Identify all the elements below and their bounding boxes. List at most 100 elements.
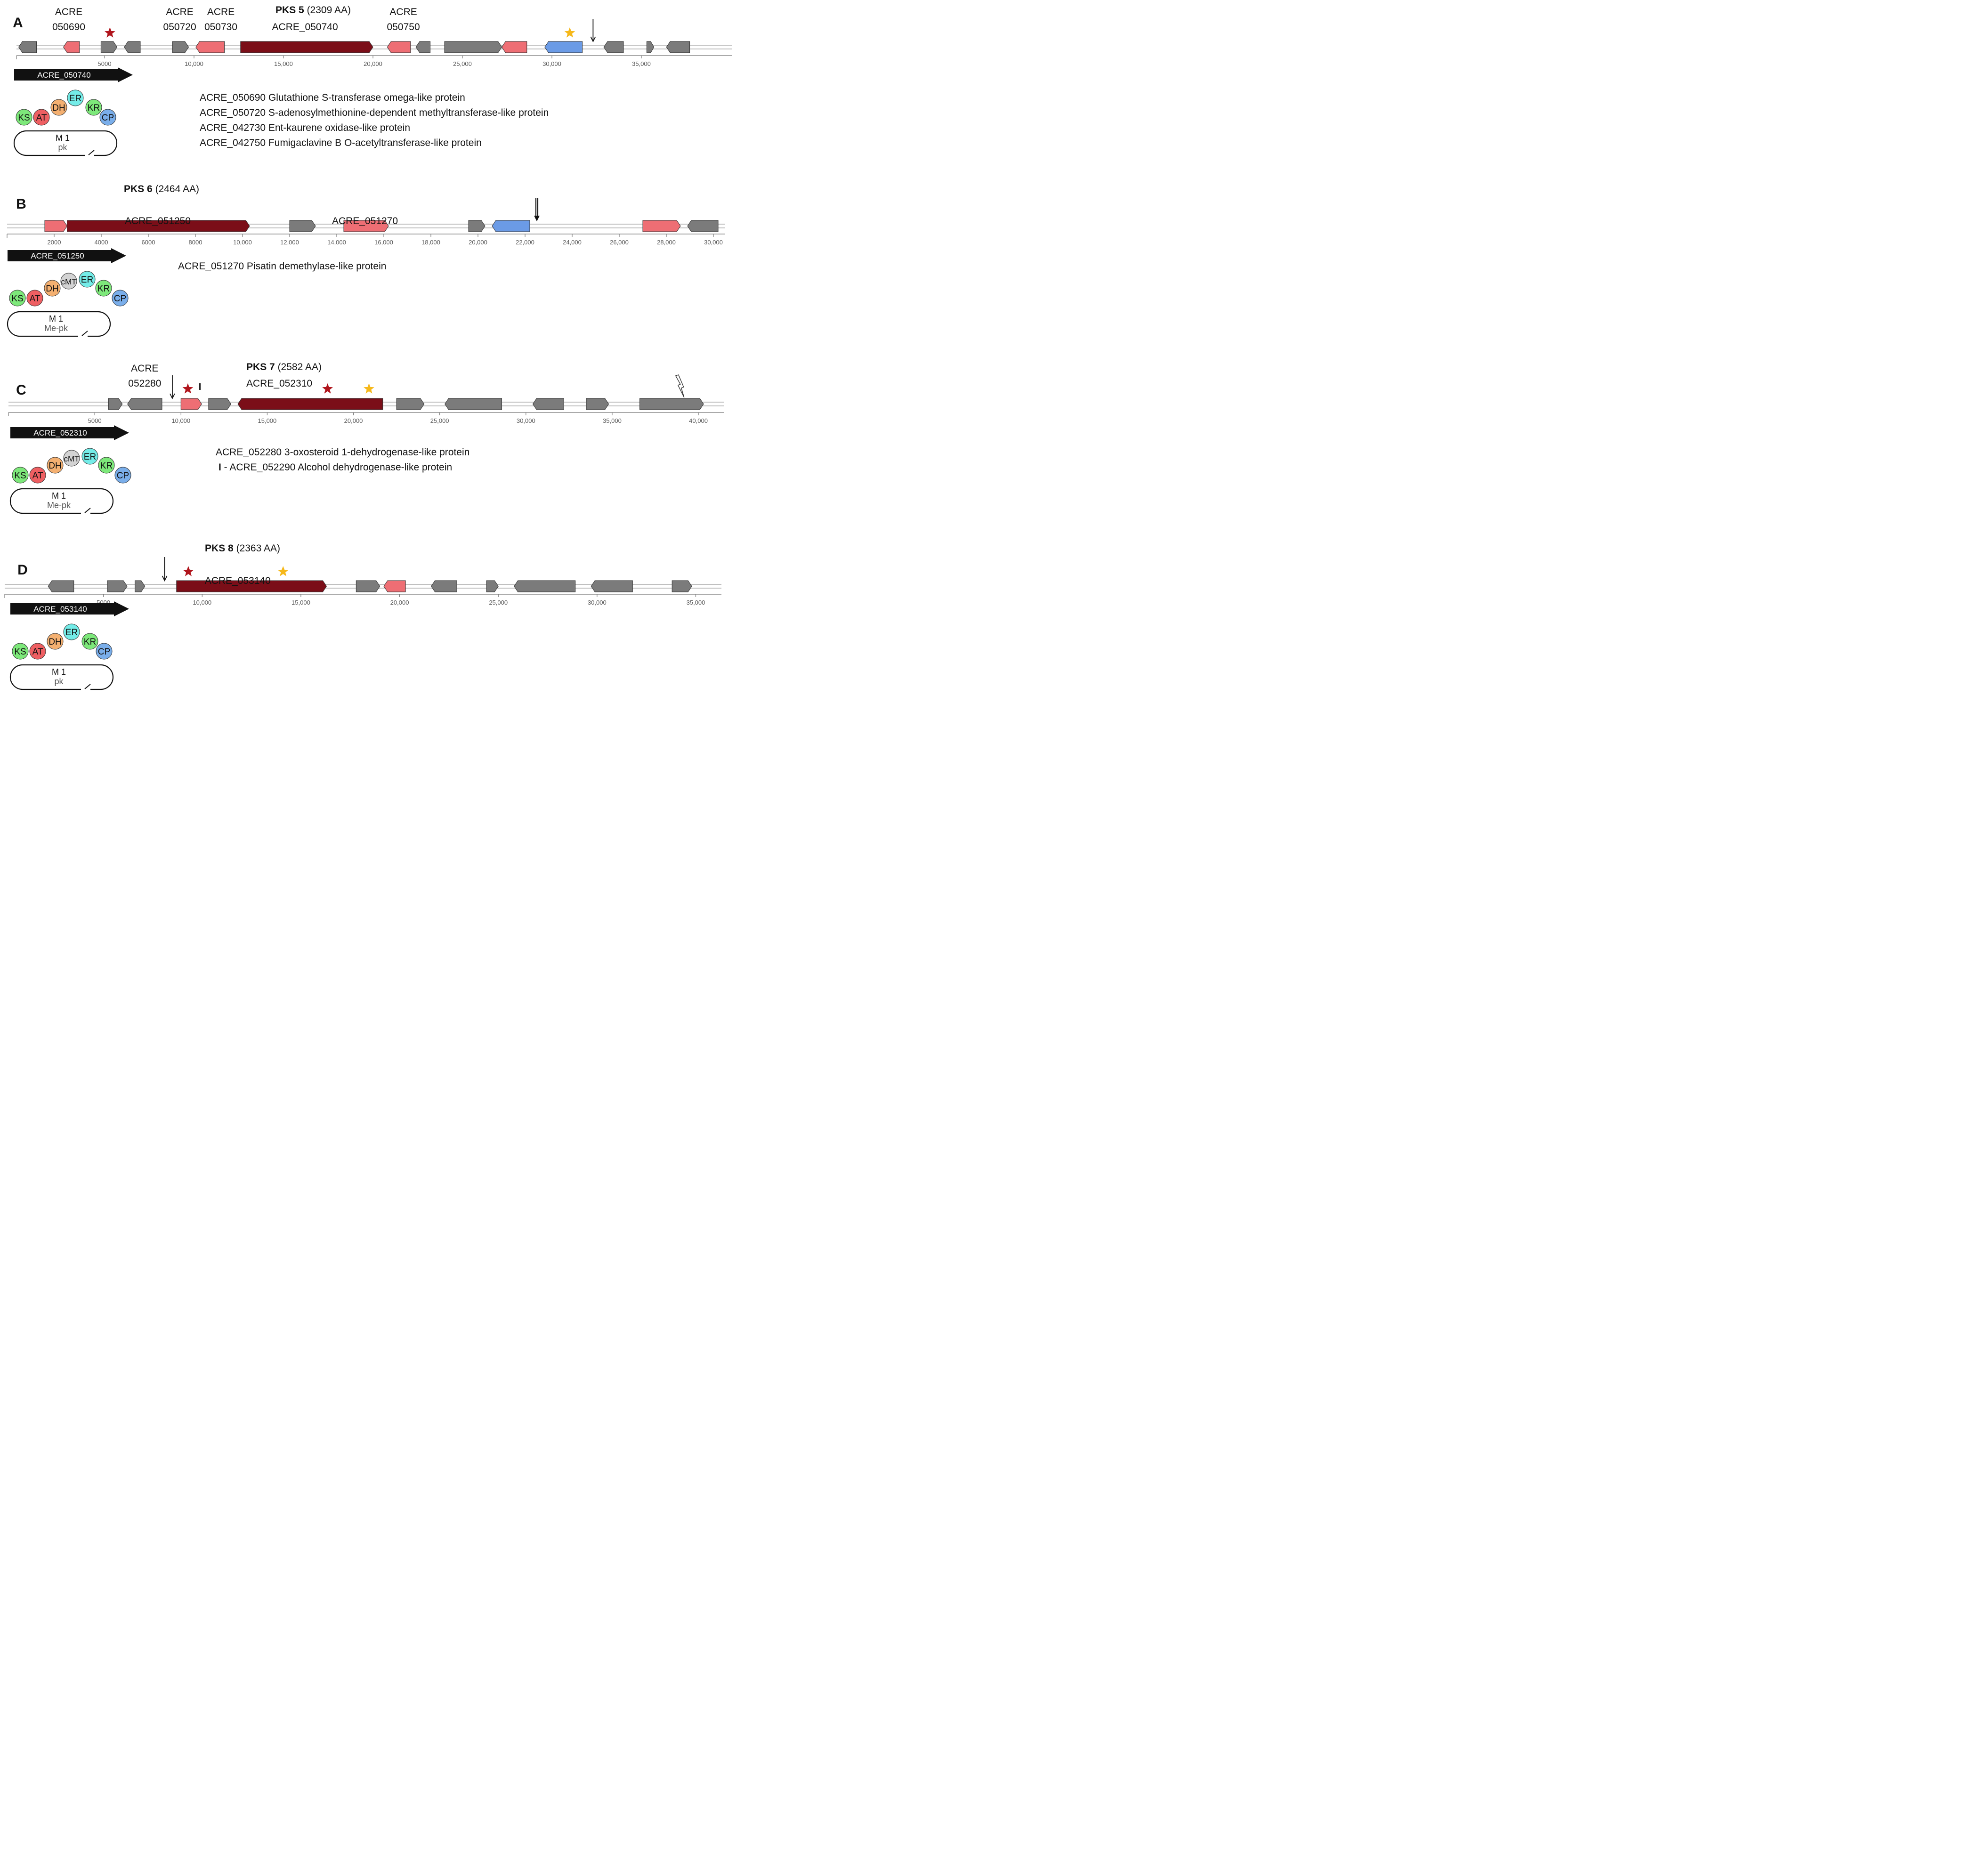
module-name: M 1 [49, 314, 63, 323]
gene-transporter [544, 41, 583, 53]
domain-label: ER [81, 275, 93, 285]
gene-other [289, 220, 316, 232]
annotation-line: I - ACRE_052290 Alcohol dehydrogenase-li… [219, 462, 452, 473]
gene-label: ACRE_052310 [246, 378, 312, 389]
pks-length: (2363 AA) [234, 543, 280, 554]
module-product: Me-pk [47, 501, 71, 510]
axis-tick-label: 20,000 [364, 60, 382, 67]
domain-cmt [63, 450, 80, 467]
domain-at [33, 109, 50, 126]
domain-ks [12, 643, 29, 660]
gene-label: ACRE_053140 [205, 575, 271, 586]
annotation-line: ACRE_052280 3-oxosteroid 1-dehydrogenase… [216, 447, 469, 458]
axis-tick-label: 10,000 [193, 599, 211, 606]
gene-other [208, 398, 232, 410]
gene-tailoring [63, 41, 80, 53]
module-gene-label: ACRE_052310 [33, 429, 87, 437]
domain-label: KS [18, 113, 30, 123]
yellow-star-icon [364, 383, 374, 394]
module-gene-label: ACRE_053140 [33, 605, 87, 614]
domain-label: AT [32, 471, 43, 481]
gene-other [107, 580, 128, 592]
domain-dh [47, 633, 64, 650]
axis-tick-label: 14,000 [327, 239, 346, 246]
axis-tick-label: 8000 [189, 239, 202, 246]
module-box [9, 664, 114, 690]
axis-tick-label: 28,000 [657, 239, 676, 246]
module-box-notch [88, 150, 95, 155]
axis-tick-label: 5000 [98, 60, 112, 67]
domain-label: KR [84, 637, 96, 647]
red-star-icon [182, 383, 194, 394]
arrowhead-icon [534, 216, 540, 221]
arrowhead-icon [590, 36, 596, 43]
axis-tick-label: 12,000 [280, 239, 299, 246]
axis-tick-label: 30,000 [704, 239, 723, 246]
domain-dh [44, 280, 61, 297]
module-box-notch [84, 684, 91, 689]
axis-tick-label: 15,000 [274, 60, 293, 67]
domain-kr [98, 457, 115, 474]
yellow-star-icon [564, 27, 575, 38]
domain-at [29, 643, 46, 660]
gene-tailoring [195, 41, 225, 53]
gene-tailoring [501, 41, 527, 53]
annotation-line: ACRE_050720 S-adenosylmethionine-depende… [200, 107, 549, 118]
axis-tick-label: 15,000 [291, 599, 310, 606]
module-box [7, 311, 111, 337]
axis-tick-label: 35,000 [687, 599, 705, 606]
gene-label: 050750 [387, 22, 420, 32]
gene-pks [240, 41, 373, 53]
domain-cp [99, 109, 116, 126]
pks-name: PKS 7 [246, 362, 275, 372]
annotation-roman-text: - ACRE_052290 Alcohol dehydrogenase-like… [221, 462, 452, 473]
module-gene-label: ACRE_051250 [31, 251, 84, 260]
annotation-line: ACRE_051270 Pisatin demethylase-like pro… [178, 261, 386, 272]
gene-tailoring [383, 580, 406, 592]
annotation-line: ACRE_042730 Ent-kaurene oxidase-like pro… [200, 122, 410, 133]
axis-tick-label: 24,000 [563, 239, 582, 246]
axis-tick-label: 26,000 [610, 239, 629, 246]
domain-label: CP [98, 647, 110, 657]
annotation-line: ACRE_042750 Fumigaclavine B O-acetyltran… [200, 137, 482, 148]
domain-label: AT [30, 294, 40, 304]
axis-tick-label: 4000 [95, 239, 108, 246]
pks-title: PKS 5 (2309 AA) [275, 5, 351, 16]
axis-tick-label: 30,000 [542, 60, 561, 67]
domain-kr [95, 280, 112, 297]
domain-label: CP [114, 294, 126, 304]
domain-label: KR [100, 461, 113, 471]
gene-tailoring [180, 398, 202, 410]
axis-tick-label: 35,000 [632, 60, 651, 67]
axis-tick-label: 2000 [48, 239, 61, 246]
module-product: pk [58, 143, 67, 152]
gene-other [431, 580, 457, 592]
axis-tick-label: 10,000 [185, 60, 203, 67]
domain-cp [114, 467, 131, 484]
yellow-star-icon [277, 566, 289, 576]
gene-label: 050690 [52, 22, 85, 32]
domain-at [29, 467, 46, 484]
gene-arrow [10, 425, 129, 440]
axis-tick-label: 10,000 [233, 239, 252, 246]
module-name: M 1 [52, 491, 66, 501]
gene-label: 052280 [128, 378, 161, 389]
pks-length: (2309 AA) [304, 5, 351, 16]
gene-other [108, 398, 123, 410]
gene-transporter [492, 220, 530, 232]
domain-label: DH [49, 461, 61, 471]
domain-label: KS [14, 647, 26, 657]
axis-tick-label: 22,000 [516, 239, 534, 246]
domain-er [63, 623, 80, 640]
pks-title: PKS 8 (2363 AA) [205, 543, 280, 554]
gene-label: ACRE [207, 7, 235, 17]
domain-cmt [60, 273, 77, 290]
gene-other [687, 220, 719, 232]
gene-tailoring [387, 41, 411, 53]
domain-dh [50, 99, 67, 116]
gene-other [124, 41, 141, 53]
